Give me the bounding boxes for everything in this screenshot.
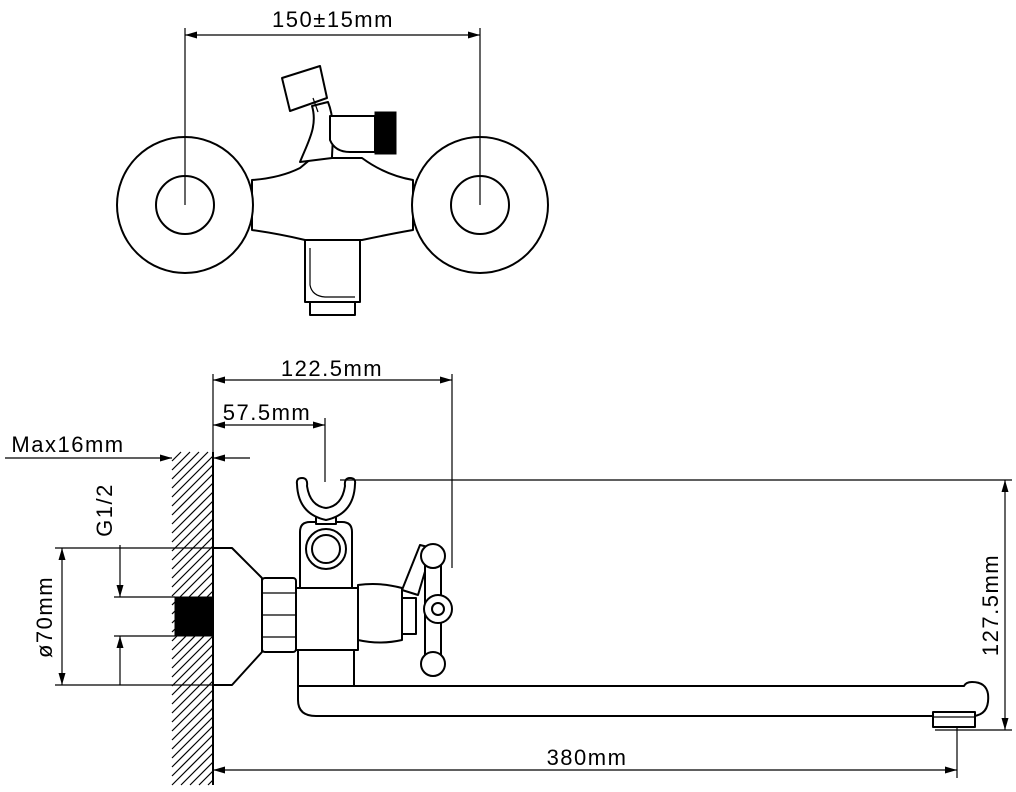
- cross-handle-center: [431, 602, 445, 616]
- dim-label-top-width: 150±15mm: [272, 7, 394, 32]
- hatch-line: [171, 509, 214, 552]
- shower-holder-arm-top: [299, 101, 334, 163]
- dimension-arrowhead: [213, 421, 225, 429]
- hatch-line: [171, 554, 214, 597]
- spout-nozzle-tip: [309, 301, 356, 316]
- hatch-line: [171, 671, 214, 714]
- dimension-arrowhead: [116, 636, 124, 648]
- dim-label-wall-max: Max16mm: [11, 432, 124, 457]
- dimension-arrowhead: [1001, 480, 1009, 492]
- dim-label-spout-length: 380mm: [547, 745, 628, 770]
- top-view: [116, 65, 549, 316]
- hatch-line: [171, 473, 214, 516]
- hatch-line: [171, 455, 214, 498]
- dimension-labels: 150±15mm 122.5mm 57.5mm Max16mm G1/2 ø70…: [11, 7, 1003, 770]
- hatch-line: [171, 451, 200, 480]
- extension-lines: [55, 28, 1012, 778]
- hatch-line: [171, 451, 191, 471]
- hatch-line: [171, 644, 214, 687]
- dimension-arrowhead: [116, 585, 124, 597]
- shower-holder-ring-inner: [311, 534, 341, 564]
- threaded-connector: [174, 596, 214, 637]
- shower-holder-clip: [295, 477, 357, 521]
- hatch-line: [180, 752, 214, 786]
- hatch-line: [171, 464, 214, 507]
- cross-handle-knob-top: [420, 543, 446, 569]
- hatch-line: [171, 698, 214, 741]
- spout-collar: [297, 649, 355, 687]
- mixer-body-side: [295, 587, 359, 651]
- shower-holder-detail: [312, 97, 319, 113]
- hatch-line: [171, 518, 214, 561]
- dimension-arrowhead: [440, 376, 452, 384]
- hatch-line: [198, 770, 214, 786]
- dim-label-height: 127.5mm: [978, 554, 1003, 656]
- cross-handle-knob-bottom: [420, 651, 446, 677]
- hatch-line: [171, 716, 214, 759]
- dimension-lines: [5, 31, 1009, 774]
- dim-label-depth-holder: 57.5mm: [223, 400, 311, 425]
- dim-label-depth-total: 122.5mm: [281, 356, 383, 381]
- hatch-line: [171, 491, 214, 534]
- hatch-line: [171, 734, 214, 777]
- dimension-arrowhead: [185, 31, 197, 39]
- dimension-arrowhead: [313, 421, 325, 429]
- dimension-arrowhead: [468, 31, 480, 39]
- side-view: [171, 451, 990, 786]
- hatch-line: [171, 451, 209, 489]
- hatch-line: [171, 536, 214, 579]
- hatch-line: [171, 482, 214, 525]
- hatch-line: [171, 451, 182, 462]
- dimension-arrowhead: [58, 673, 66, 685]
- spout-nozzle-top: [304, 239, 361, 303]
- hatch-line: [171, 653, 214, 696]
- mixer-body-top: [251, 157, 414, 241]
- dimension-arrowhead: [1001, 718, 1009, 730]
- hatch-line: [171, 545, 214, 588]
- hatch-line: [171, 500, 214, 543]
- hatch-line: [189, 761, 214, 786]
- hatch-line: [171, 662, 214, 705]
- dimension-arrowhead: [160, 454, 172, 462]
- dimension-arrowhead: [58, 548, 66, 560]
- hatch-line: [171, 635, 214, 678]
- valve-neck: [357, 583, 403, 644]
- dim-label-thread: G1/2: [92, 483, 117, 537]
- dimension-arrowhead: [945, 766, 957, 774]
- hatch-line: [171, 680, 214, 723]
- dimension-arrowhead: [213, 766, 225, 774]
- spout-nozzle-detail: [309, 248, 355, 298]
- hatch-line: [171, 689, 214, 732]
- dimension-arrowhead: [213, 376, 225, 384]
- shower-outlet-thread: [374, 111, 397, 155]
- aerator: [932, 711, 976, 728]
- hatch-line: [171, 743, 214, 786]
- dimension-arrowhead: [213, 454, 225, 462]
- hatch-line: [171, 707, 214, 750]
- shower-outlet-connector: [329, 115, 376, 153]
- valve-collar: [401, 597, 417, 635]
- dim-label-flange-diameter: ø70mm: [32, 576, 57, 658]
- hatch-line: [171, 725, 214, 768]
- shower-holder-top: [281, 65, 328, 112]
- spout-pipe: [297, 681, 990, 717]
- wall-flange: [212, 547, 263, 686]
